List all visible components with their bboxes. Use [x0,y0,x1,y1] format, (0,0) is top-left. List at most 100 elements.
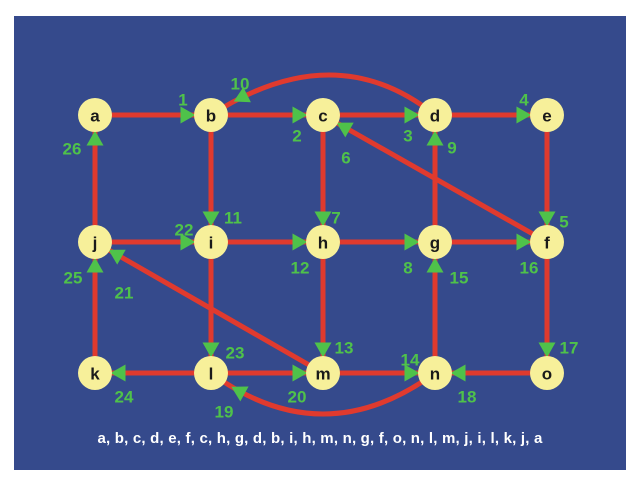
node-e: e [530,98,564,132]
arrow-7 [314,211,332,227]
node-d: d [418,98,452,132]
node-label-k: k [90,365,100,384]
arrow-9 [426,130,444,146]
node-circle-o [530,356,564,390]
node-circle-n [418,356,452,390]
step-label-23: 23 [226,344,245,363]
step-label-8: 8 [403,259,412,278]
node-circle-i [194,225,228,259]
node-label-m: m [315,365,330,384]
node-j: j [78,225,112,259]
nodes-layer: a b c d e j i h g f k l m n o [78,98,564,390]
circuit-sequence: a, b, c, d, e, f, c, h, g, d, b, i, h, m… [97,430,543,447]
step-label-18: 18 [458,388,477,407]
node-g: g [418,225,452,259]
arrow-2 [292,106,308,124]
arrow-10 [233,87,251,103]
step-label-17: 17 [560,339,579,358]
node-l: l [194,356,228,390]
arrow-17 [538,342,556,358]
step-label-13: 13 [335,339,354,358]
arrow-8 [404,233,420,251]
step-label-7: 7 [331,209,340,228]
step-label-2: 2 [292,127,301,146]
node-circle-j [78,225,112,259]
step-label-4: 4 [519,91,529,110]
arrow-21 [108,249,126,265]
arrow-23 [202,342,220,358]
step-label-25: 25 [64,269,83,288]
step-label-24: 24 [115,388,134,407]
step-label-3: 3 [403,127,412,146]
node-c: c [306,98,340,132]
step-label-10: 10 [231,75,250,94]
node-label-g: g [430,234,440,253]
node-f: f [530,225,564,259]
step-label-14: 14 [401,351,420,370]
node-n: n [418,356,452,390]
node-label-f: f [544,234,550,253]
arrow-22 [180,233,196,251]
arrow-6 [336,122,354,138]
node-circle-e [530,98,564,132]
step-label-1: 1 [178,91,187,110]
step-label-20: 20 [288,388,307,407]
node-label-j: j [92,234,98,253]
arrow-18 [450,364,466,382]
node-label-c: c [318,107,327,126]
arrow-5 [538,211,556,227]
node-o: o [530,356,564,390]
node-label-h: h [318,234,328,253]
arrows-layer [86,87,556,402]
step-label-16: 16 [520,259,539,278]
step-label-11: 11 [224,209,242,228]
arrow-16 [516,233,532,251]
node-label-d: d [430,107,440,126]
node-circle-g [418,225,452,259]
node-label-i: i [209,234,214,253]
node-label-b: b [206,107,216,126]
arrow-19 [231,386,249,402]
node-circle-h [306,225,340,259]
arrow-11 [202,211,220,227]
step-label-21: 21 [115,284,134,303]
node-circle-k [78,356,112,390]
node-a: a [78,98,112,132]
node-circle-c [306,98,340,132]
node-circle-b [194,98,228,132]
arrow-20 [292,364,308,382]
node-label-n: n [430,365,440,384]
arrow-14 [404,364,420,382]
arrow-3 [404,106,420,124]
arrow-12 [292,233,308,251]
step-label-9: 9 [447,139,456,158]
arrow-1 [180,106,196,124]
node-h: h [306,225,340,259]
arrow-13 [314,342,332,358]
step-label-19: 19 [215,403,234,422]
node-circle-l [194,356,228,390]
arrow-26 [86,130,104,146]
step-label-26: 26 [63,140,82,159]
node-circle-m [306,356,340,390]
arrow-4 [516,106,532,124]
arrow-15 [426,257,444,273]
node-circle-a [78,98,112,132]
node-circle-f [530,225,564,259]
node-m: m [306,356,340,390]
arrow-24 [110,364,126,382]
node-i: i [194,225,228,259]
node-k: k [78,356,112,390]
step-label-15: 15 [450,269,469,288]
step-label-22: 22 [175,221,194,240]
step-label-5: 5 [559,213,568,232]
step-label-6: 6 [341,149,350,168]
step-label-12: 12 [291,259,310,278]
node-label-e: e [542,107,551,126]
arrow-25 [86,257,104,273]
node-label-o: o [542,365,552,384]
node-b: b [194,98,228,132]
node-label-a: a [90,107,100,126]
